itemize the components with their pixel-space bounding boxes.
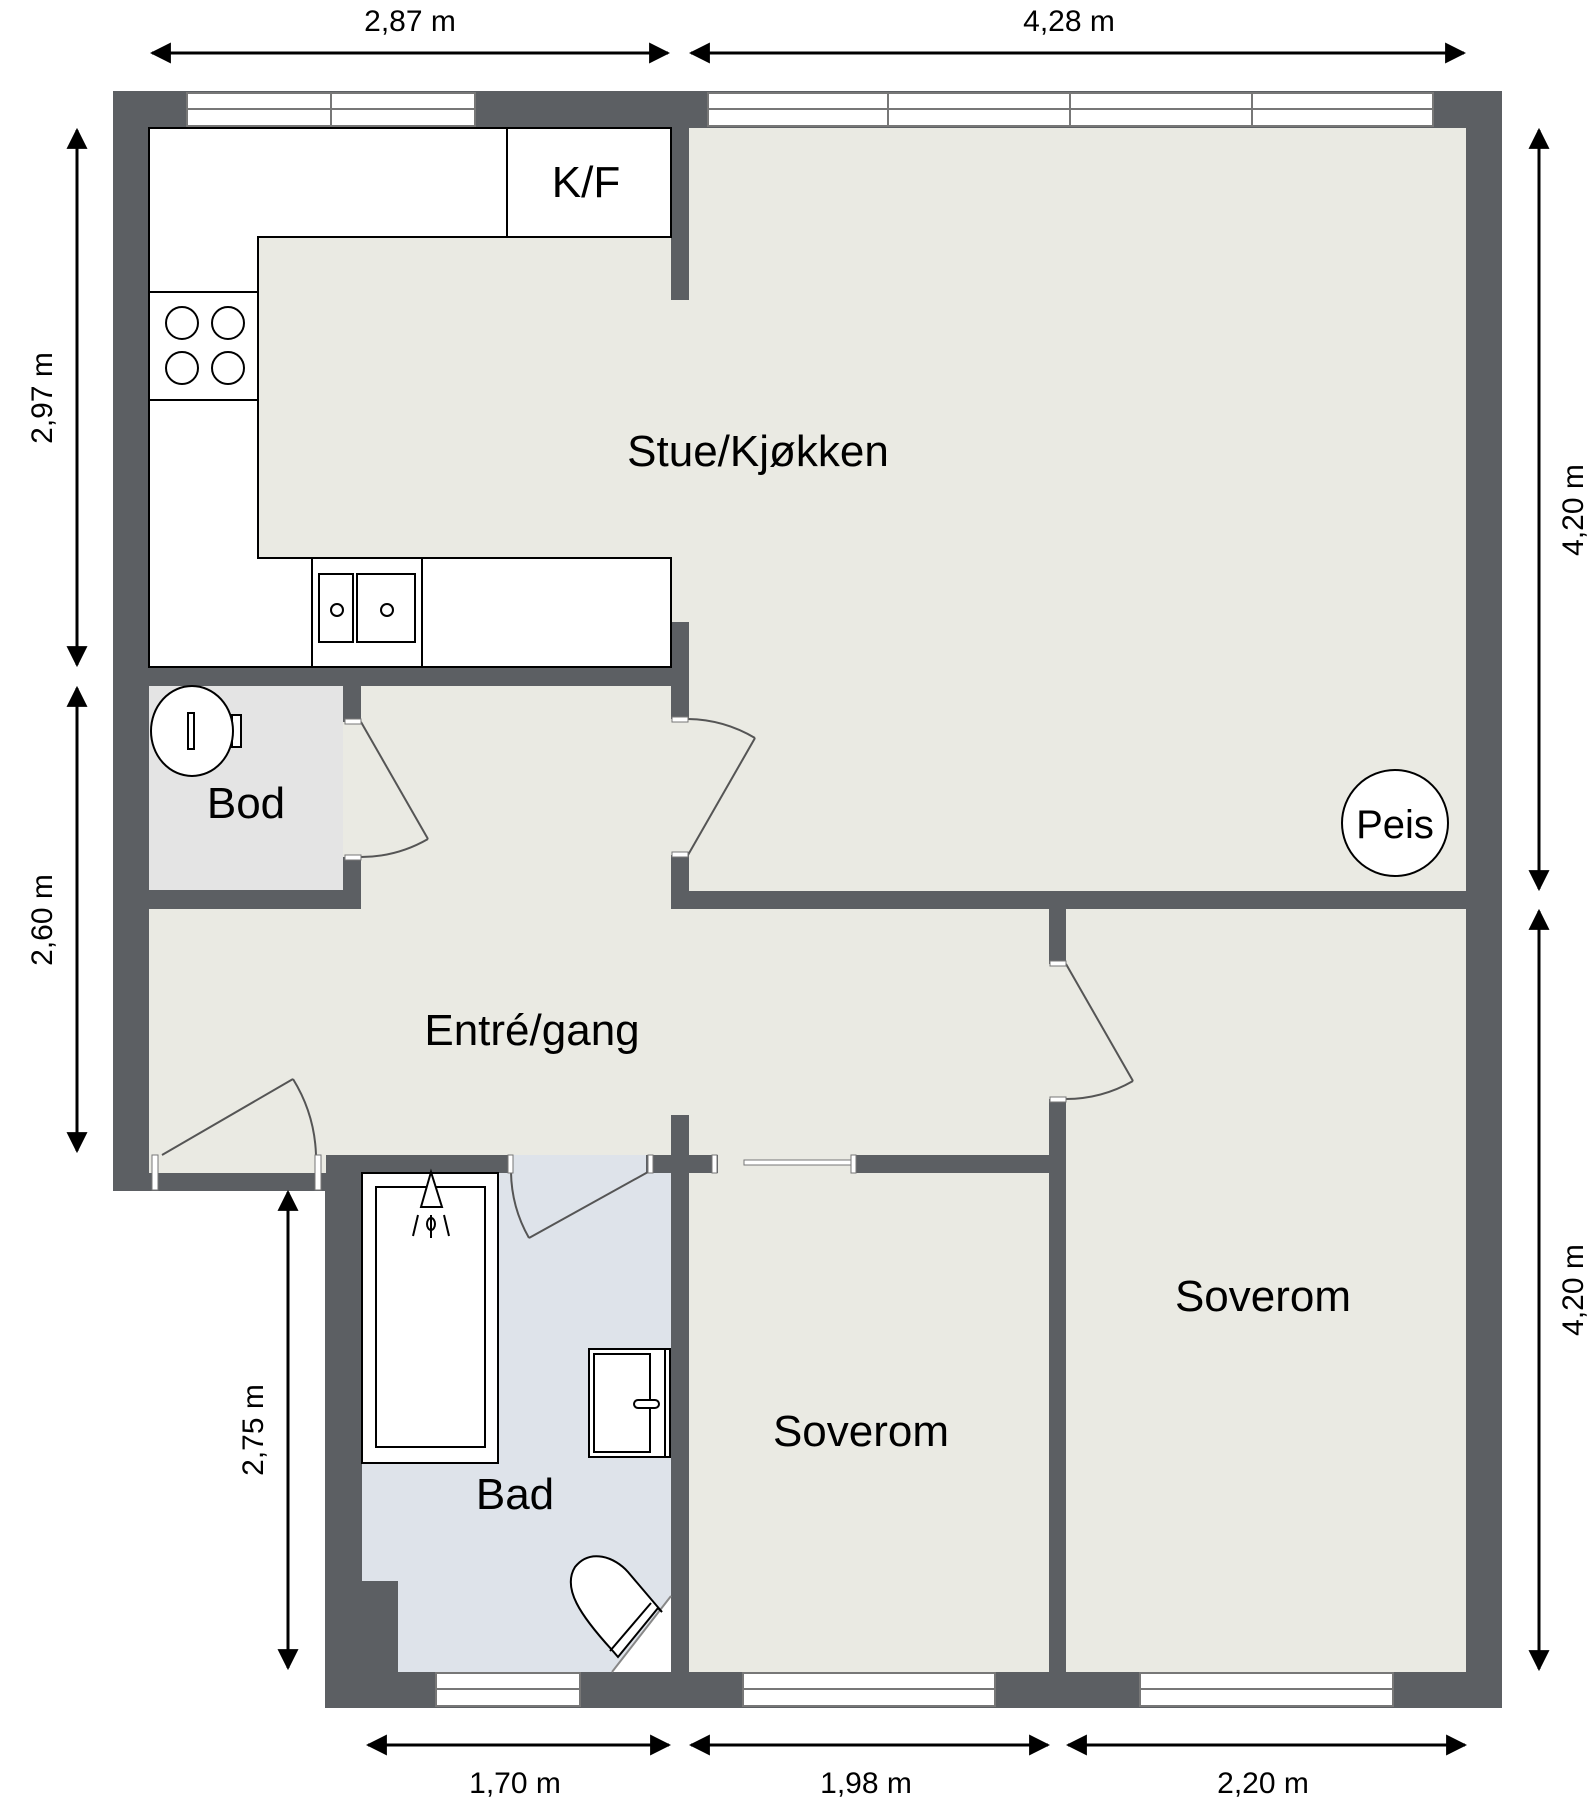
dim-left-1: 2,97 m bbox=[26, 352, 59, 444]
window-bad bbox=[435, 1672, 581, 1707]
door-bad bbox=[507, 1154, 654, 1239]
room-label-entre: Entré/gang bbox=[424, 1006, 639, 1055]
dim-right-1: 4,20 m bbox=[1557, 464, 1590, 556]
dim-bottom-2: 1,98 m bbox=[820, 1767, 912, 1800]
floor-soverom-2 bbox=[1066, 909, 1466, 1672]
door-stue bbox=[671, 716, 756, 858]
kitchen-sink-icon bbox=[311, 558, 423, 667]
room-label-bad: Bad bbox=[476, 1470, 554, 1519]
toilet-icon bbox=[569, 1555, 672, 1673]
dim-top-1: 2,87 m bbox=[364, 5, 456, 38]
dim-left-2: 2,60 m bbox=[26, 874, 59, 966]
room-label-stue: Stue/Kjøkken bbox=[627, 427, 889, 476]
dimension-labels: 2,87 m 4,28 m 2,97 m 2,60 m 2,75 m 4,20 … bbox=[26, 5, 1590, 1800]
stove-icon bbox=[149, 291, 258, 401]
room-label-bod: Bod bbox=[207, 779, 285, 828]
fireplace: Peis bbox=[1341, 769, 1449, 877]
dim-bottom-1: 1,70 m bbox=[469, 1767, 561, 1800]
room-labels: K/F Stue/Kjøkken Bod Entré/gang Bad Sove… bbox=[207, 158, 1351, 1519]
kitchen-counters bbox=[148, 127, 672, 668]
dim-right-2: 4,20 m bbox=[1557, 1244, 1590, 1336]
dim-left-3: 2,75 m bbox=[237, 1384, 270, 1476]
doors bbox=[151, 716, 1134, 1239]
water-heater-icon bbox=[150, 685, 242, 777]
window-stue bbox=[707, 92, 1434, 127]
window-kitchen bbox=[186, 92, 476, 127]
windows bbox=[186, 92, 1434, 1707]
door-soverom-2 bbox=[1049, 960, 1134, 1103]
room-label-soverom-1: Soverom bbox=[773, 1407, 949, 1456]
dim-top-2: 4,28 m bbox=[1023, 5, 1115, 38]
interior-walls bbox=[646, 909, 1066, 1672]
fireplace-label: Peis bbox=[1356, 803, 1434, 847]
door-bod bbox=[344, 718, 429, 861]
door-entry bbox=[151, 1078, 322, 1191]
floor-stue-main bbox=[689, 128, 1466, 891]
floors bbox=[149, 128, 1466, 1672]
floor-soverom-1 bbox=[689, 1173, 1049, 1672]
door-soverom-1-sliding bbox=[711, 1154, 857, 1174]
bathtub-icon bbox=[361, 1168, 499, 1464]
dimensions bbox=[66, 42, 1550, 1756]
window-soverom-2 bbox=[1139, 1672, 1394, 1707]
bathroom-sink-icon bbox=[588, 1348, 671, 1458]
floor-entre bbox=[361, 686, 671, 909]
room-label-soverom-2: Soverom bbox=[1175, 1272, 1351, 1321]
room-label-kf: K/F bbox=[552, 158, 620, 207]
dim-bottom-3: 2,20 m bbox=[1217, 1767, 1309, 1800]
window-soverom-1 bbox=[742, 1672, 996, 1707]
